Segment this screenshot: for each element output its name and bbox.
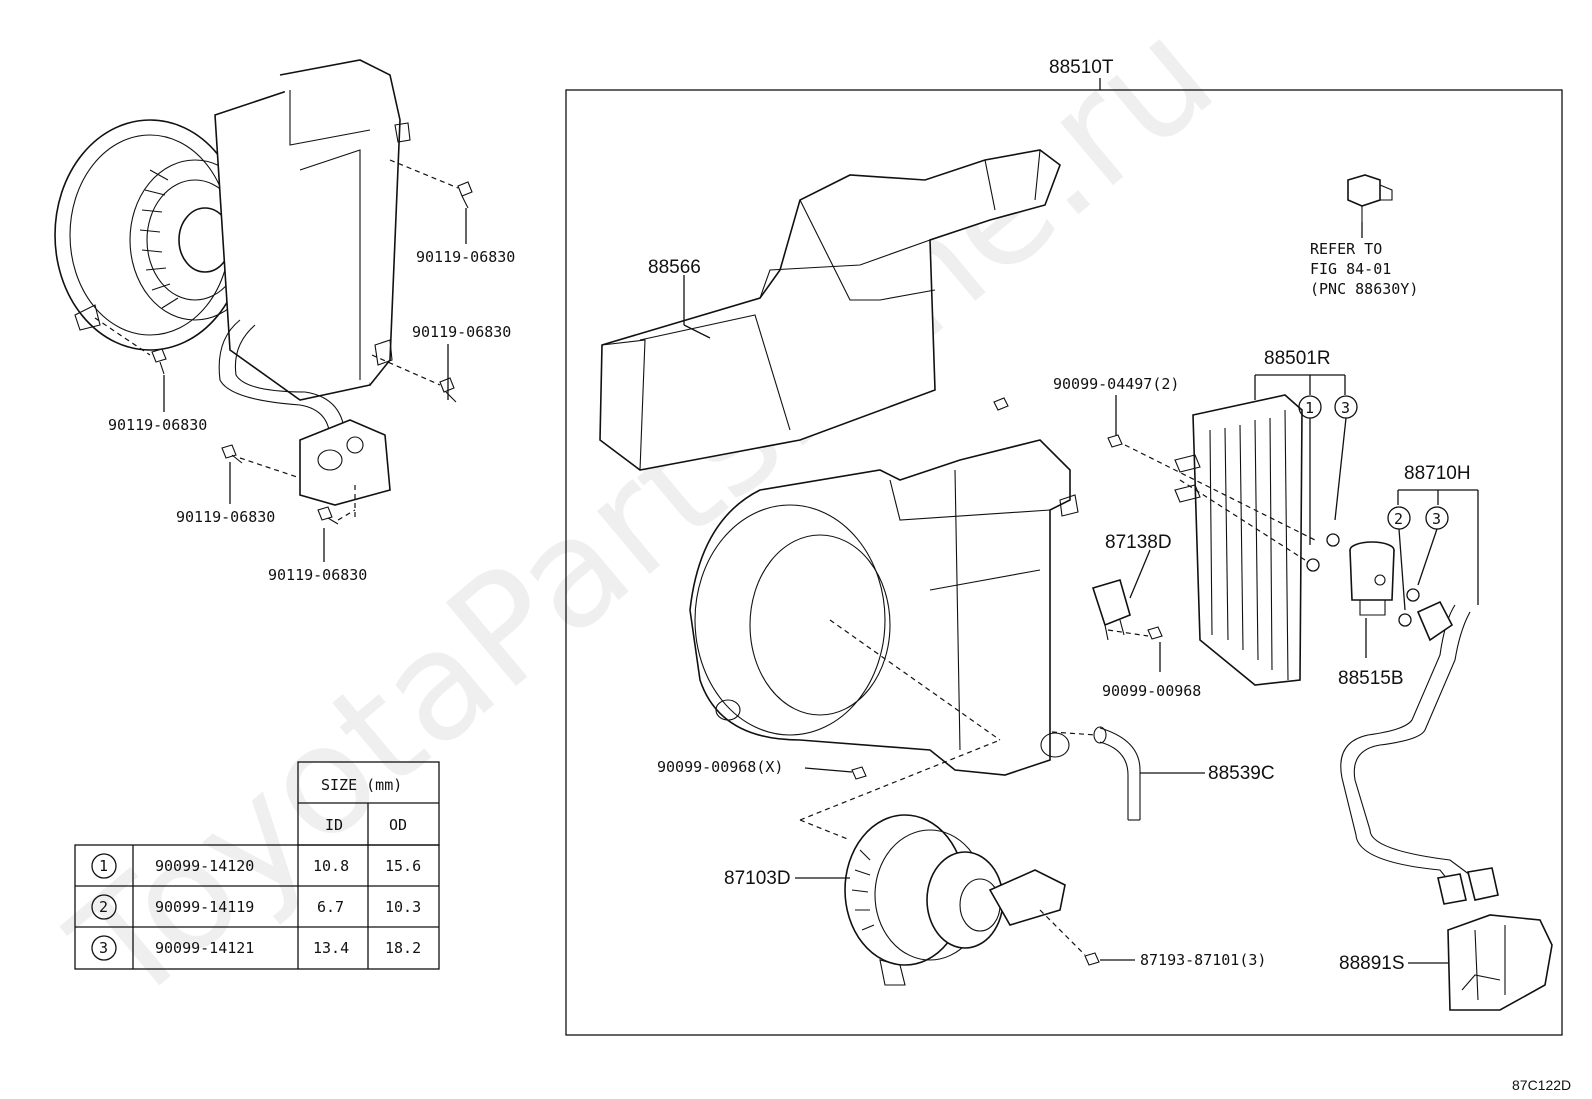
callout-1: 1 [1305,399,1314,417]
callout-2: 2 [1394,510,1403,528]
assembly-label[interactable]: 88510T [1049,57,1114,78]
evaporator-label[interactable]: 88501R [1264,348,1331,369]
sensor-connector-drawing [1347,174,1393,222]
callout-3b: 3 [1432,510,1441,528]
duct-label[interactable]: 88566 [648,257,701,278]
table-row-3-od: 18.2 [385,939,421,957]
duct-drawing [599,149,1061,471]
table-row-1-od: 15.6 [385,857,421,875]
drain-hose-label[interactable]: 88539C [1208,763,1275,784]
evaporator-screw-icon [1107,434,1123,448]
tube-drawing [1340,600,1499,905]
left-blower-unit-drawing [54,59,411,506]
grommet-drawing [1447,914,1553,1011]
table-row-2-num: 2 [99,898,108,916]
expansion-valve-drawing [1349,541,1395,616]
table-row-3-circle [91,935,117,961]
motor-screw-icon [1084,952,1100,966]
evaporator-screw-label[interactable]: 90099-04497(2) [1053,375,1179,393]
motor-screw-label[interactable]: 87193-87101(3) [1140,951,1266,969]
resistor-screw-icon [1147,626,1163,640]
refer-line-3[interactable]: (PNC 88630Y) [1310,280,1418,298]
table-row-2-circle [91,894,117,920]
evaporator-drawing [1174,394,1303,686]
figure-code: 87C122D [1512,1077,1571,1093]
expansion-valve-label[interactable]: 88515B [1338,668,1404,689]
clip-icon [993,397,1009,411]
drain-hose-drawing [1093,726,1141,821]
table-row-2-od: 10.3 [385,898,421,916]
table-row-1-id: 10.8 [313,857,349,875]
table-row-3-num: 3 [99,939,108,957]
size-table-header: SIZE (mm) [321,776,402,794]
case-screw-icon [851,766,867,780]
callout-3: 3 [1341,399,1350,417]
refer-line-2[interactable]: FIG 84-01 [1310,260,1391,278]
table-row-1-num: 1 [99,857,108,875]
table-row-3-part[interactable]: 90099-14121 [155,939,254,957]
table-row-1-circle [91,853,117,879]
left-bolt-label-5[interactable]: 90119-06830 [268,566,367,584]
size-table [74,761,440,970]
tube-label[interactable]: 88710H [1404,463,1471,484]
table-row-3-id: 13.4 [313,939,349,957]
left-bolt-label-4[interactable]: 90119-06830 [176,508,275,526]
left-bolt-label-1[interactable]: 90119-06830 [416,248,515,266]
resistor-screw-label[interactable]: 90099-00968 [1102,682,1201,700]
resistor-label[interactable]: 87138D [1105,532,1172,553]
left-bolt-label-3[interactable]: 90119-06830 [108,416,207,434]
blower-motor-drawing [844,814,1066,986]
table-row-2-id: 6.7 [317,898,344,916]
size-table-col-id: ID [325,816,343,834]
assembly-frame [565,89,1563,1036]
left-bolt-icons [151,181,473,525]
blower-case-drawing [689,439,1079,776]
size-table-col-od: OD [389,816,407,834]
table-row-2-part[interactable]: 90099-14119 [155,898,254,916]
blower-motor-label[interactable]: 87103D [724,868,791,889]
table-row-1-part[interactable]: 90099-14120 [155,857,254,875]
grommet-label[interactable]: 88891S [1339,953,1405,974]
case-screw-label[interactable]: 90099-00968(X) [657,758,783,776]
left-bolt-label-2[interactable]: 90119-06830 [412,323,511,341]
refer-line-1: REFER TO [1310,240,1382,258]
resistor-drawing [1091,579,1131,641]
